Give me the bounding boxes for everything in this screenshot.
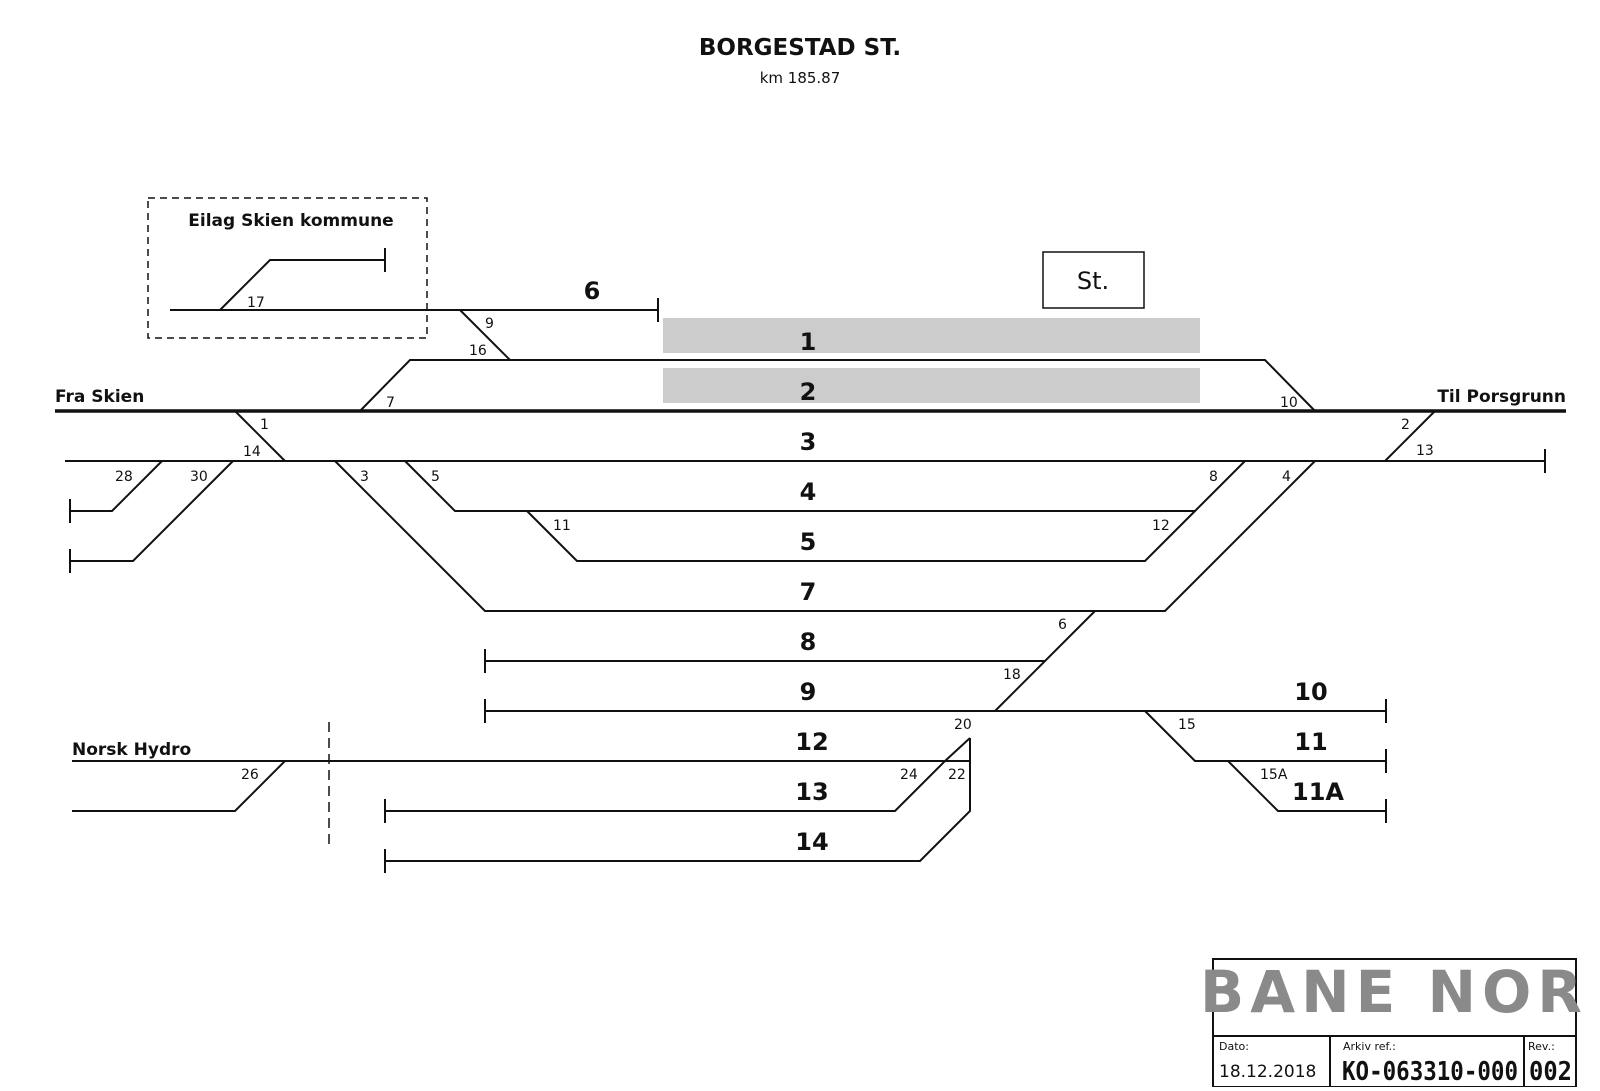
switch-number-7: 7 — [386, 395, 395, 411]
switch-number-5: 5 — [431, 469, 440, 485]
switch-number-22: 22 — [948, 767, 966, 783]
siding-28 — [70, 460, 163, 512]
platform-1 — [663, 318, 1200, 353]
siding-26 — [72, 760, 286, 812]
switch-number-2: 2 — [1401, 417, 1410, 433]
switch-number-26: 26 — [241, 767, 259, 783]
revision-value: 002 — [1529, 1057, 1572, 1087]
archive-ref-label: Arkiv ref.: — [1343, 1040, 1396, 1053]
switch-number-9: 9 — [485, 316, 494, 332]
bane-nor-logo: BANE NOR — [1200, 958, 1588, 1026]
track-number-9: 9 — [800, 678, 817, 706]
date-value: 18.12.2018 — [1219, 1062, 1316, 1082]
track-number-3: 3 — [800, 428, 817, 456]
switch-number-10: 10 — [1280, 395, 1298, 411]
label-fra-skien: Fra Skien — [55, 387, 144, 407]
siding-box-label: Eilag Skien kommune — [188, 211, 393, 231]
switch-number-30: 30 — [190, 469, 208, 485]
switch-number-15a: 15A — [1260, 767, 1288, 783]
switch-number-4: 4 — [1282, 469, 1291, 485]
track-number-6: 6 — [584, 277, 601, 305]
archive-ref-value: KO-063310-000 — [1342, 1057, 1518, 1087]
track-14 — [385, 738, 971, 862]
switch-number-17: 17 — [247, 295, 265, 311]
track-lines — [55, 248, 1566, 873]
station-building-label: St. — [1077, 267, 1109, 295]
label-norsk-hydro: Norsk Hydro — [72, 740, 191, 760]
track-number-13: 13 — [795, 778, 828, 806]
switch-number-1: 1 — [260, 417, 269, 433]
switch-1-14-link — [234, 410, 286, 462]
station-title: BORGESTAD ST. — [699, 35, 901, 61]
track-13 — [385, 760, 946, 812]
switch-number-16: 16 — [469, 343, 487, 359]
track-number-1: 1 — [800, 328, 817, 356]
switch-number-13: 13 — [1416, 443, 1434, 459]
track-number-10: 10 — [1294, 678, 1327, 706]
track-11a — [1227, 760, 1386, 812]
track-number-5: 5 — [800, 528, 817, 556]
switch-2-13-link — [1384, 410, 1436, 462]
track-number-12: 12 — [795, 728, 828, 756]
track-number-8: 8 — [800, 628, 817, 656]
track-4-loop — [404, 460, 1246, 512]
switch-number-8: 8 — [1209, 469, 1218, 485]
label-til-porsgrunn: Til Porsgrunn — [1437, 387, 1566, 407]
track-number-11: 11 — [1294, 728, 1327, 756]
switch-number-15: 15 — [1178, 717, 1196, 733]
siding-box — [147, 197, 428, 339]
switch-9-16-link — [459, 309, 511, 361]
date-label: Dato: — [1219, 1040, 1249, 1053]
switch-number-24: 24 — [900, 767, 918, 783]
switch-numbers: 17 9 16 7 10 1 14 2 13 28 30 3 5 8 4 11 … — [115, 295, 1434, 783]
switch-number-28: 28 — [115, 469, 133, 485]
track-11 — [1144, 710, 1386, 762]
track-number-2: 2 — [800, 378, 817, 406]
track-2-loop — [359, 359, 1316, 412]
track-number-11a: 11A — [1292, 778, 1344, 806]
switch-number-20: 20 — [954, 717, 972, 733]
station-building — [1042, 251, 1145, 309]
siding-17 — [219, 259, 385, 311]
switch-number-12: 12 — [1152, 518, 1170, 534]
switch-number-11: 11 — [553, 518, 571, 534]
track-number-4: 4 — [800, 478, 817, 506]
switch-number-3: 3 — [360, 469, 369, 485]
siding-30 — [70, 460, 234, 562]
track-number-7: 7 — [800, 578, 817, 606]
track-5-loop — [526, 510, 1196, 562]
switch-number-18: 18 — [1003, 667, 1021, 683]
platform-2 — [663, 368, 1200, 403]
link-20-24 — [944, 737, 971, 762]
title-block: BANE NOR Dato: 18.12.2018 Arkiv ref.: KO… — [1200, 958, 1588, 1088]
track-7-loop — [334, 460, 1316, 612]
switch-number-14: 14 — [243, 444, 261, 460]
switch-number-6: 6 — [1058, 617, 1067, 633]
revision-label: Rev.: — [1528, 1040, 1555, 1053]
station-km: km 185.87 — [760, 69, 841, 87]
track-number-14: 14 — [795, 828, 828, 856]
